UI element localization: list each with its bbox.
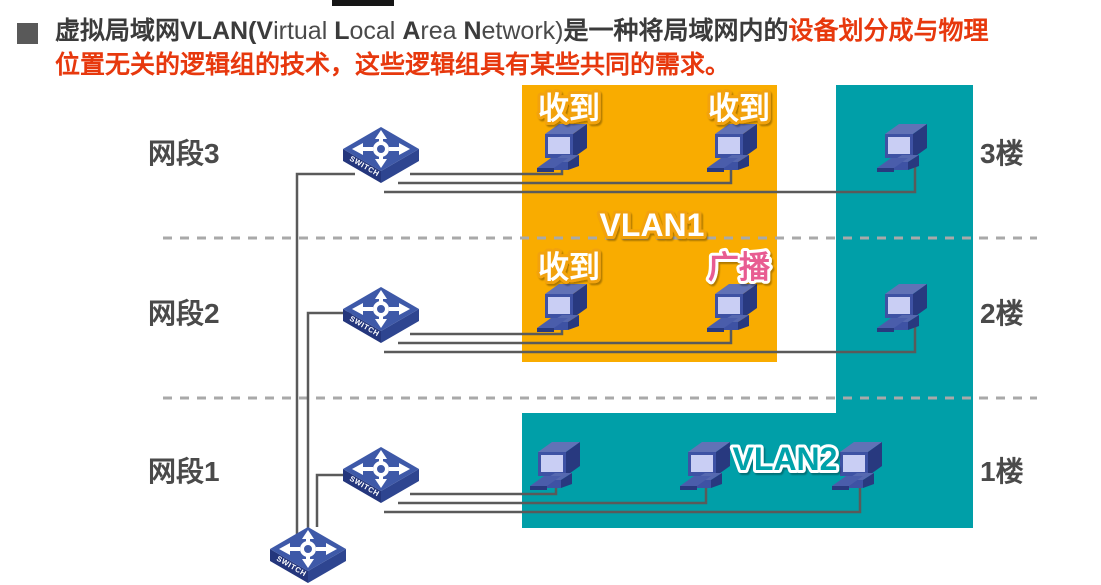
segment-label-1: 网段1 xyxy=(148,455,220,487)
vlan2-region xyxy=(522,85,973,528)
tag-broadcast-f2-2: 广播 xyxy=(708,250,771,285)
top-artifact-bar xyxy=(332,0,394,6)
switch-icon-seg2 xyxy=(343,287,419,345)
page-title: 虚拟局域网VLAN(Virtual Local Area Network)是一种… xyxy=(55,14,1095,82)
links-floor2 xyxy=(306,311,917,537)
switch-icon-core xyxy=(270,527,346,585)
floor-label-2: 2楼 xyxy=(980,298,1024,329)
tag-received-f3-1: 收到 xyxy=(538,91,600,126)
title-line-2: 位置无关的逻辑组的技术，这些逻辑组具有某些共同的需求。 xyxy=(55,51,731,79)
vlan2-label: VLAN2 xyxy=(733,441,838,477)
trunk-link-seg3 xyxy=(295,172,355,540)
bullet-square xyxy=(17,23,38,44)
floor-label-1: 1楼 xyxy=(980,456,1024,487)
vlan1-label: VLAN1 xyxy=(600,207,705,243)
title-line-1: 虚拟局域网VLAN(Virtual Local Area Network)是一种… xyxy=(55,17,989,45)
tag-received-f2-1: 收到 xyxy=(538,250,600,285)
tag-received-f3-2: 收到 xyxy=(708,91,770,126)
floor-label-3: 3楼 xyxy=(980,138,1024,169)
trunk-link-seg2 xyxy=(306,311,352,537)
switch-icon-seg1 xyxy=(343,447,419,505)
trunk-link-seg1 xyxy=(315,473,345,527)
segment-label-3: 网段3 xyxy=(148,137,220,169)
segment-label-2: 网段2 xyxy=(148,297,220,329)
